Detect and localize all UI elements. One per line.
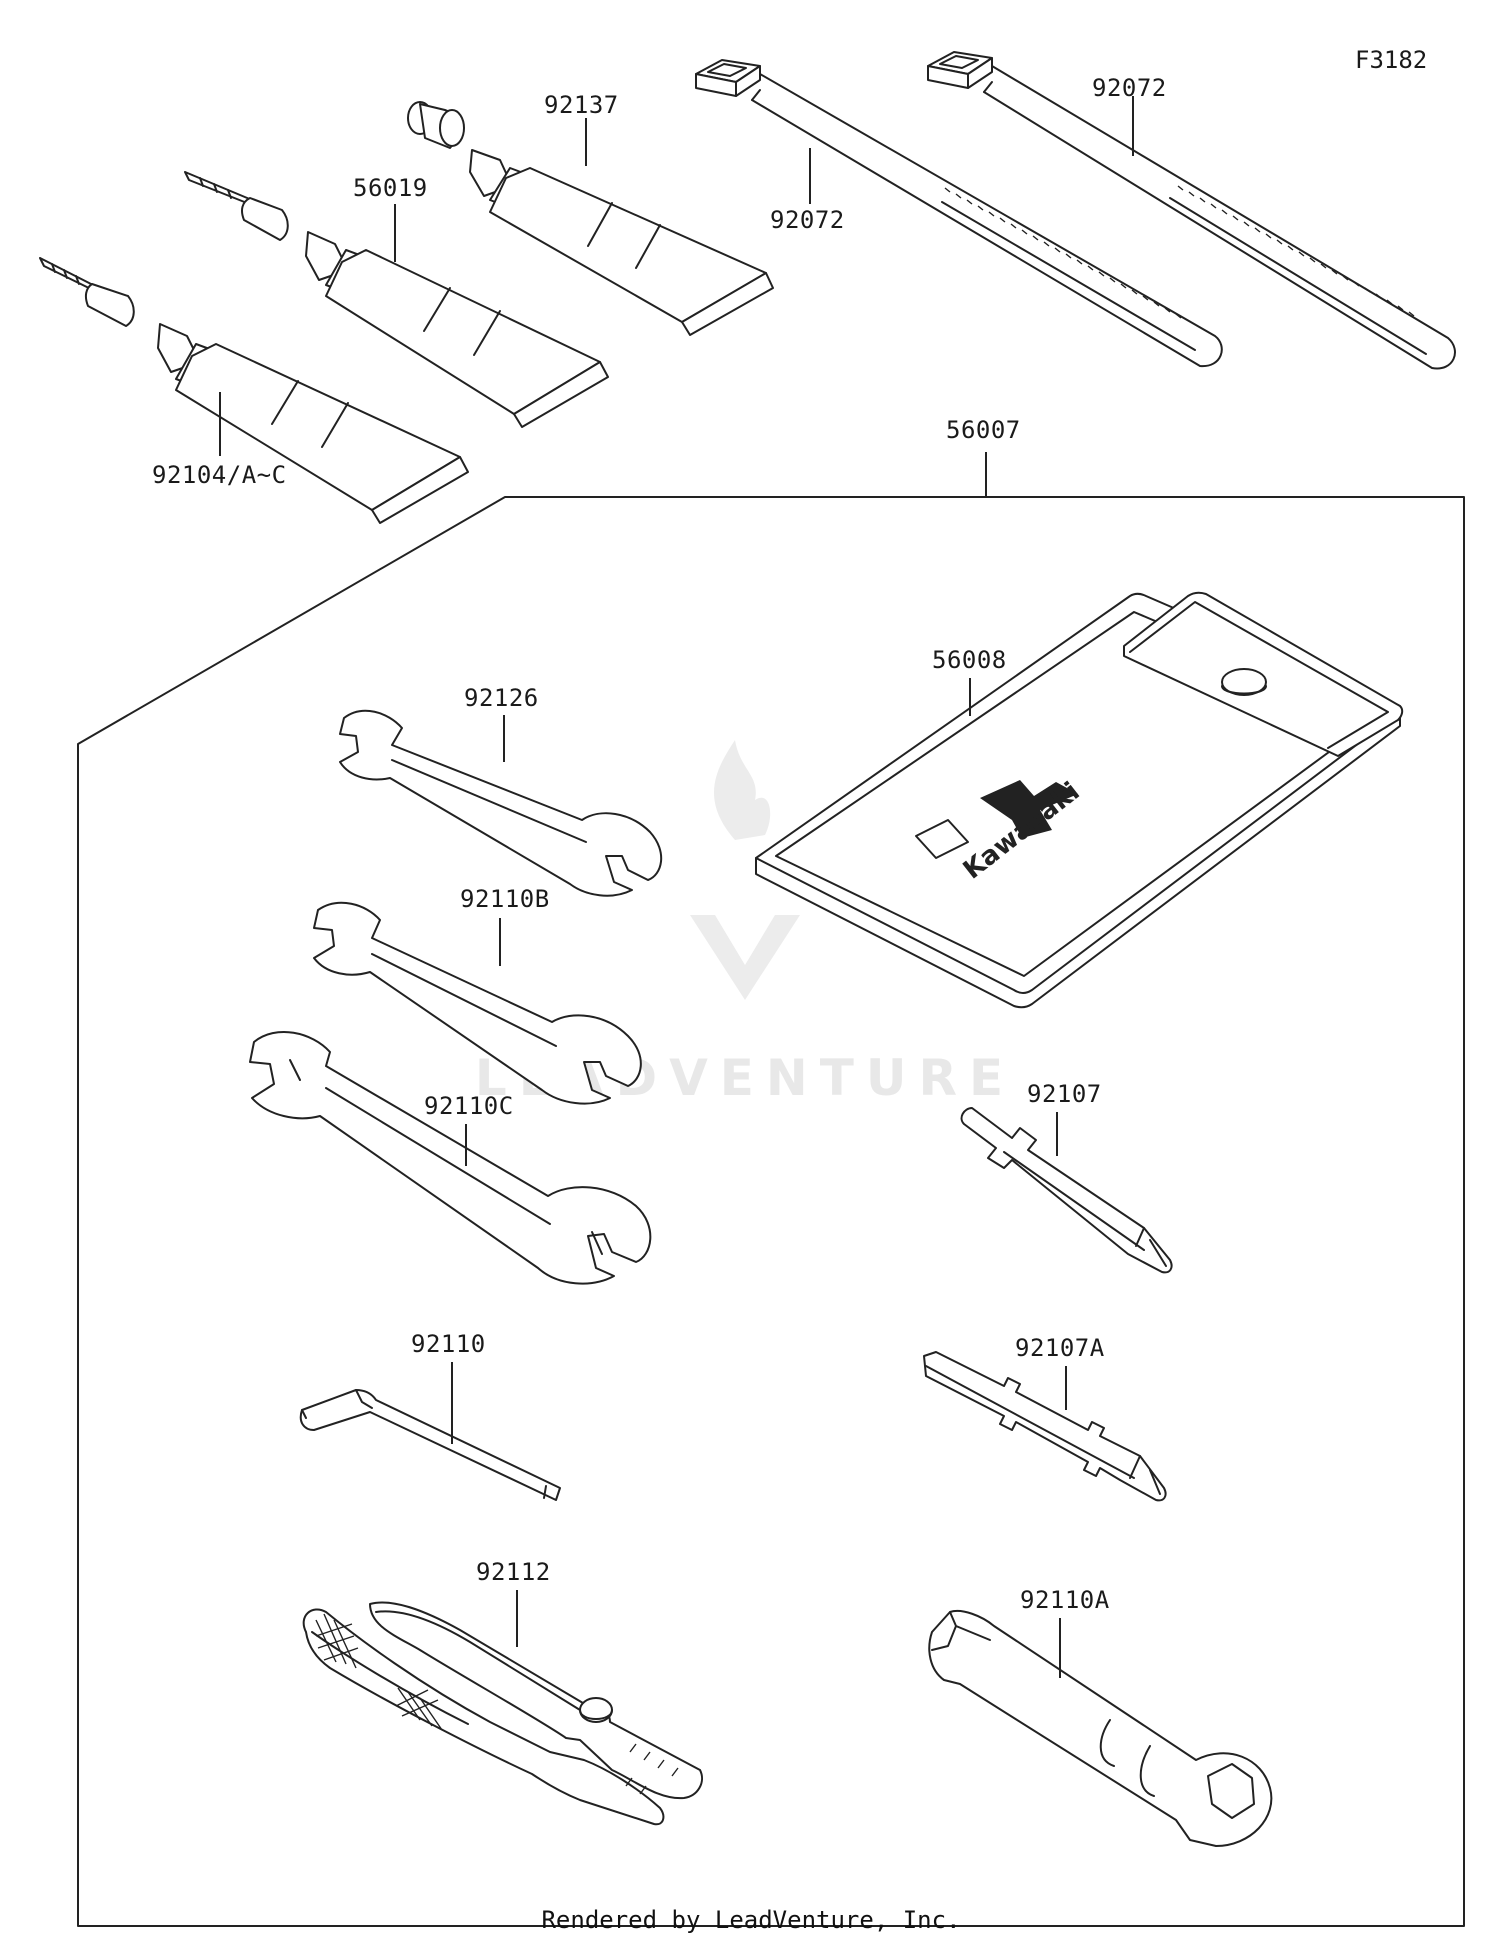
part-cable-tie-92072-right[interactable]	[927, 51, 1456, 370]
part-tube-56019[interactable]	[184, 171, 609, 428]
part-tube-92104[interactable]	[39, 257, 469, 524]
label-92107A: 92107A	[1015, 1334, 1105, 1362]
label-56008: 56008	[932, 646, 1007, 674]
label-92110B: 92110B	[460, 885, 550, 913]
toolkit-outline	[77, 496, 1465, 1927]
part-cable-tie-92072-left[interactable]	[695, 59, 1223, 368]
label-92126: 92126	[464, 684, 539, 712]
part-screwdriver-92107A[interactable]	[923, 1351, 1167, 1502]
footer-credit: Rendered by LeadVenture, Inc.	[541, 1906, 960, 1934]
label-92072-right: 92072	[1092, 74, 1167, 102]
figure-number: F3182	[1355, 46, 1427, 74]
part-tube-92137[interactable]	[407, 101, 774, 336]
part-hex-key[interactable]	[299, 1389, 561, 1501]
label-92072-left: 92072	[770, 206, 845, 234]
label-92137: 92137	[544, 91, 619, 119]
part-box-spanner[interactable]	[928, 1610, 1273, 1847]
label-92104: 92104/A~C	[152, 461, 287, 489]
label-92110: 92110	[411, 1330, 486, 1358]
part-wrench-92110C[interactable]	[249, 1030, 652, 1285]
part-wrench-92110B[interactable]	[313, 901, 642, 1105]
label-56019: 56019	[353, 174, 428, 202]
part-screwdriver-92107[interactable]	[960, 1107, 1173, 1274]
part-pliers[interactable]	[302, 1601, 703, 1826]
part-wrench-92126[interactable]	[339, 709, 663, 897]
part-tool-pouch[interactable]: Kawasaki	[755, 591, 1404, 1009]
label-92110C: 92110C	[424, 1092, 514, 1120]
label-92107: 92107	[1027, 1080, 1102, 1108]
label-92110A: 92110A	[1020, 1586, 1110, 1614]
label-56007: 56007	[946, 416, 1021, 444]
label-92112: 92112	[476, 1558, 551, 1586]
